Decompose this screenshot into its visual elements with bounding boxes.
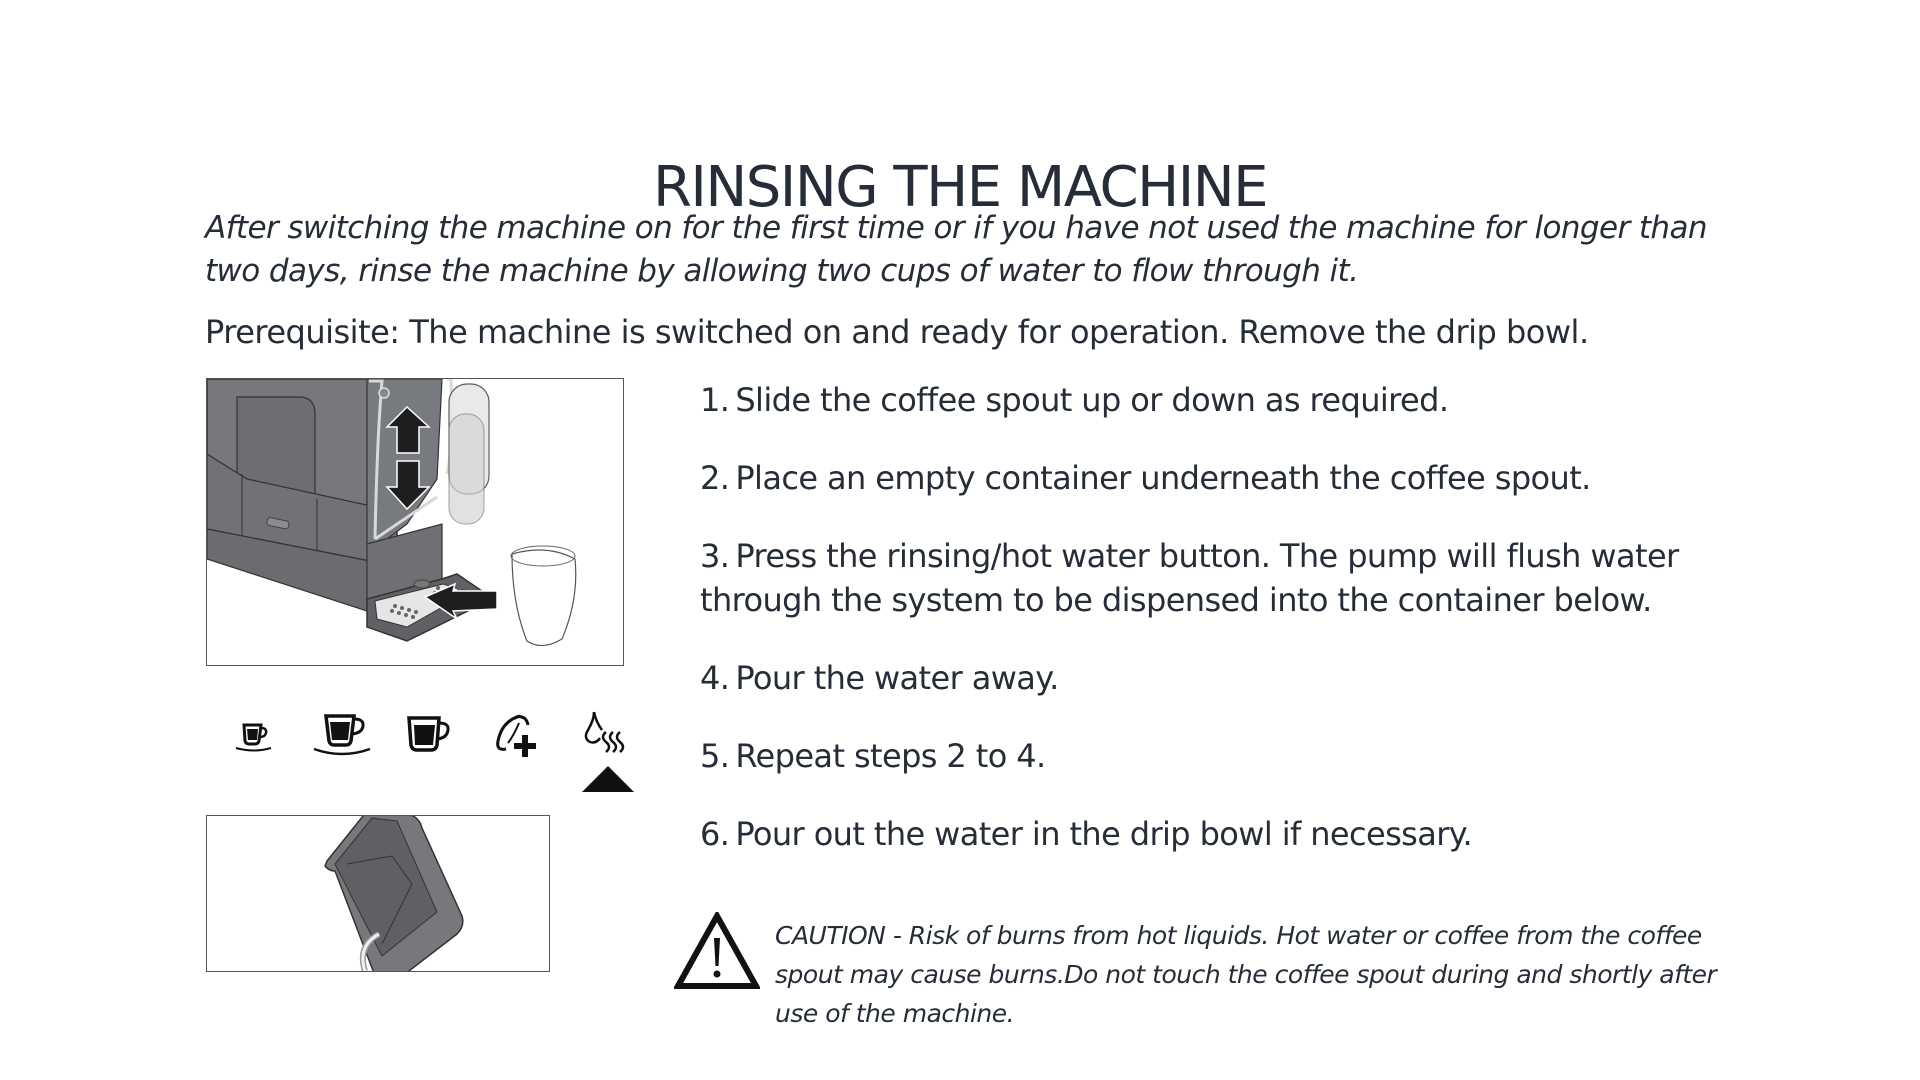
step-text: Pour the water away. bbox=[735, 659, 1059, 697]
step-text: Repeat steps 2 to 4. bbox=[735, 737, 1046, 775]
mug-icon bbox=[407, 716, 450, 752]
drip-bowl-figure bbox=[324, 816, 464, 971]
control-panel-icons bbox=[220, 705, 640, 800]
coffee-machine-figure bbox=[207, 379, 577, 647]
caution-text: CAUTION - Risk of burns from hot liquids… bbox=[775, 921, 1717, 1028]
step-text: Slide the coffee spout up or down as req… bbox=[735, 381, 1449, 419]
step-2: 2.Place an empty container underneath th… bbox=[700, 456, 1780, 500]
drip-bowl-illustration bbox=[206, 815, 550, 972]
step-3: 3.Press the rinsing/hot water button. Th… bbox=[700, 534, 1780, 622]
step-number: 1. bbox=[700, 381, 730, 419]
step-number: 6. bbox=[700, 815, 730, 853]
step-text: Place an empty container underneath the … bbox=[735, 459, 1591, 497]
step-text: Pour out the water in the drip bowl if n… bbox=[735, 815, 1473, 853]
step-text: Press the rinsing/hot water button. The … bbox=[700, 537, 1679, 619]
warning-triangle-icon bbox=[674, 912, 760, 989]
page-title: RINSING THE MACHINE bbox=[652, 154, 1269, 220]
hot-water-rinse-icon bbox=[582, 711, 634, 792]
coffee-cup-saucer-icon bbox=[313, 714, 371, 756]
bean-strength-plus-icon bbox=[496, 714, 536, 757]
step-number: 3. bbox=[700, 537, 730, 575]
steps-list: 1.Slide the coffee spout up or down as r… bbox=[700, 378, 1780, 890]
step-number: 2. bbox=[700, 459, 730, 497]
step-number: 4. bbox=[700, 659, 730, 697]
step-1: 1.Slide the coffee spout up or down as r… bbox=[700, 378, 1780, 422]
step-6: 6.Pour out the water in the drip bowl if… bbox=[700, 812, 1780, 856]
intro-text: After switching the machine on for the f… bbox=[205, 210, 1708, 289]
prerequisite-text: Prerequisite: The machine is switched on… bbox=[205, 313, 1589, 351]
espresso-icon bbox=[235, 723, 272, 752]
step-4: 4.Pour the water away. bbox=[700, 656, 1780, 700]
step-number: 5. bbox=[700, 737, 730, 775]
machine-illustration bbox=[206, 378, 624, 666]
step-5: 5.Repeat steps 2 to 4. bbox=[700, 734, 1780, 778]
